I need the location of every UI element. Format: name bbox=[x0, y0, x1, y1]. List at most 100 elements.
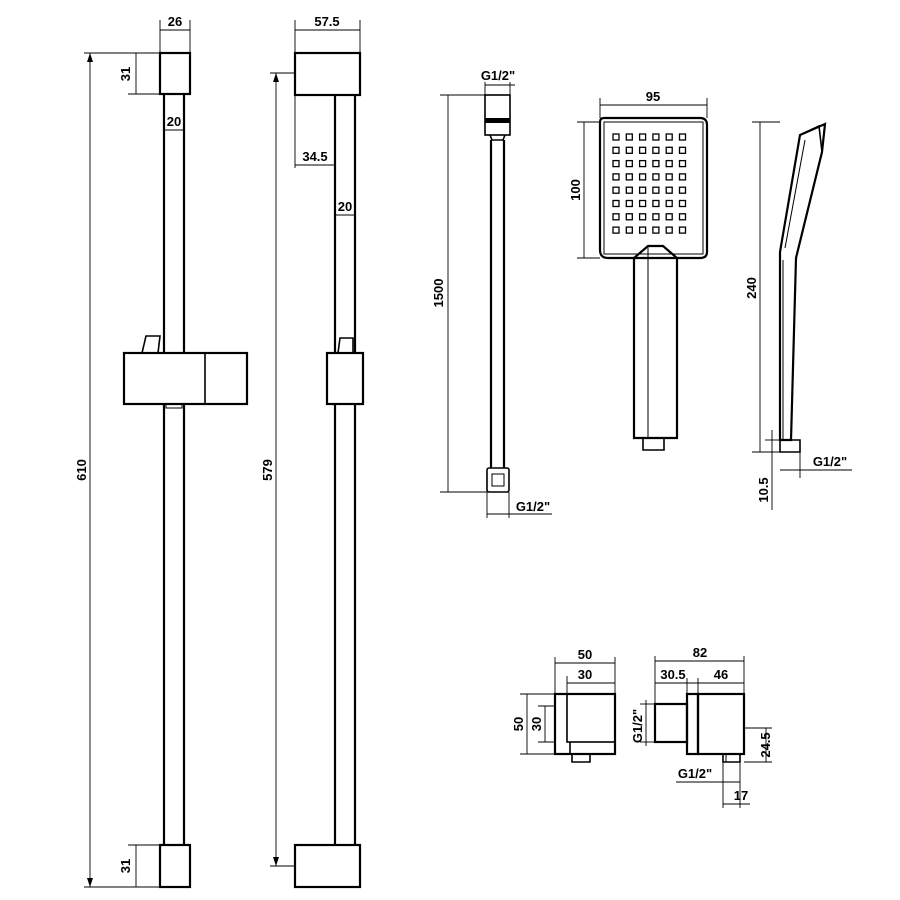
rail-centres-label: 579 bbox=[260, 459, 275, 481]
nozzle bbox=[625, 133, 633, 141]
nozzle bbox=[652, 186, 660, 194]
top-bracket-height-label: 31 bbox=[118, 67, 133, 81]
nozzle bbox=[665, 186, 673, 194]
outlet-inner-square bbox=[566, 693, 616, 743]
nozzle bbox=[665, 173, 673, 181]
outlet-flange bbox=[685, 692, 700, 756]
outlet-outer-width-label: 50 bbox=[578, 647, 592, 662]
nozzle bbox=[665, 226, 673, 234]
nozzle bbox=[625, 173, 633, 181]
nozzle bbox=[652, 133, 660, 141]
handset-thread-label: G1/2" bbox=[813, 454, 847, 469]
handset-head bbox=[598, 116, 709, 260]
nozzle bbox=[678, 159, 687, 168]
nozzle bbox=[665, 146, 673, 154]
hose-bottom-thread-label: G1/2" bbox=[516, 499, 550, 514]
outlet-back-thread bbox=[653, 702, 689, 744]
nozzle bbox=[665, 199, 673, 208]
outlet-flange-depth-label: 30.5 bbox=[660, 667, 685, 682]
outlet-outer-height-label: 50 bbox=[511, 717, 526, 731]
rail-front-view: 26 31 20 610 31 bbox=[74, 14, 249, 889]
nozzle bbox=[638, 133, 647, 141]
nozzle bbox=[678, 186, 687, 194]
nozzle-grid bbox=[612, 133, 687, 234]
nozzle bbox=[612, 173, 620, 181]
outlet-inner-width-label: 30 bbox=[578, 667, 592, 682]
outlet-offset-label: 17 bbox=[734, 788, 748, 803]
nozzle bbox=[612, 146, 620, 154]
nozzle bbox=[665, 213, 673, 221]
bar-width-label: 20 bbox=[167, 114, 181, 129]
nozzle bbox=[625, 226, 633, 234]
outlet-back-thread-label: G1/2" bbox=[630, 709, 645, 743]
hose-bottom-nut bbox=[486, 467, 510, 493]
handset-base-height-label: 10.5 bbox=[756, 477, 771, 502]
nozzle bbox=[638, 226, 647, 234]
nozzle bbox=[638, 159, 647, 168]
hose-top-thread-label: G1/2" bbox=[481, 68, 515, 83]
nozzle bbox=[638, 199, 647, 208]
rail-side-slider bbox=[325, 337, 365, 406]
outlet-plate bbox=[553, 692, 617, 756]
outlet-body-depth-label: 46 bbox=[714, 667, 728, 682]
outlet-front-view: 50 30 50 30 bbox=[511, 647, 617, 763]
head-height-label: 100 bbox=[568, 179, 583, 201]
nozzle bbox=[625, 213, 633, 221]
nozzle bbox=[665, 133, 673, 141]
nozzle bbox=[638, 213, 647, 221]
rail-width-label: 26 bbox=[168, 14, 182, 29]
nozzle bbox=[678, 199, 687, 208]
rail-offset-label: 34.5 bbox=[302, 149, 327, 164]
outlet-thread-label: G1/2" bbox=[678, 766, 712, 781]
rail-side-bar-width-label: 20 bbox=[338, 199, 352, 214]
rail-slider bbox=[122, 335, 249, 409]
rail-side-view: 57.5 34.5 20 579 bbox=[260, 14, 365, 889]
nozzle bbox=[678, 146, 687, 154]
outlet-inner-height-label: 30 bbox=[529, 717, 544, 731]
outlet-total-depth-label: 82 bbox=[693, 645, 707, 660]
nozzle bbox=[612, 159, 620, 168]
nozzle bbox=[625, 186, 633, 194]
nozzle bbox=[612, 133, 620, 141]
handset-side-view: 240 G1/2" 10.5 bbox=[744, 121, 852, 510]
nozzle bbox=[638, 146, 647, 154]
rail-side-bottom-bracket bbox=[293, 843, 362, 889]
rail-top-bracket bbox=[158, 51, 192, 96]
total-length-label: 610 bbox=[74, 459, 89, 481]
nozzle bbox=[652, 226, 660, 234]
handset-handle bbox=[632, 244, 679, 440]
hose-view: G1/2" 1500 G1/2" bbox=[431, 68, 552, 518]
handset-side-body bbox=[778, 122, 827, 442]
nozzle bbox=[652, 173, 660, 181]
nozzle bbox=[612, 199, 620, 208]
outlet-body bbox=[696, 692, 746, 756]
handset-front-view: 95 100 bbox=[568, 89, 709, 451]
hose-length-label: 1500 bbox=[431, 279, 446, 308]
outlet-height-label: 24.5 bbox=[758, 732, 773, 757]
nozzle bbox=[638, 186, 647, 194]
nozzle bbox=[665, 159, 673, 168]
bottom-bracket-height-label: 31 bbox=[118, 859, 133, 873]
rail-side-width-label: 57.5 bbox=[314, 14, 339, 29]
nozzle bbox=[652, 213, 660, 221]
nozzle bbox=[625, 199, 633, 208]
rail-bottom-bracket bbox=[158, 843, 192, 889]
nozzle bbox=[612, 213, 620, 221]
nozzle bbox=[678, 213, 687, 221]
nozzle bbox=[678, 133, 687, 141]
nozzle bbox=[652, 146, 660, 154]
nozzle bbox=[652, 199, 660, 208]
nozzle bbox=[678, 173, 687, 181]
nozzle bbox=[638, 173, 647, 181]
nozzle bbox=[625, 146, 633, 154]
nozzle bbox=[612, 186, 620, 194]
head-width-label: 95 bbox=[646, 89, 660, 104]
outlet-side-view: 82 30.5 46 G1/2" 24.5 G1/2" 17 bbox=[630, 645, 773, 808]
nozzle bbox=[678, 226, 687, 234]
hose-top-nut bbox=[484, 94, 511, 136]
nozzle bbox=[612, 226, 620, 234]
handset-length-label: 240 bbox=[744, 277, 759, 299]
nozzle bbox=[652, 159, 660, 168]
rail-side-top-bracket bbox=[293, 51, 362, 97]
